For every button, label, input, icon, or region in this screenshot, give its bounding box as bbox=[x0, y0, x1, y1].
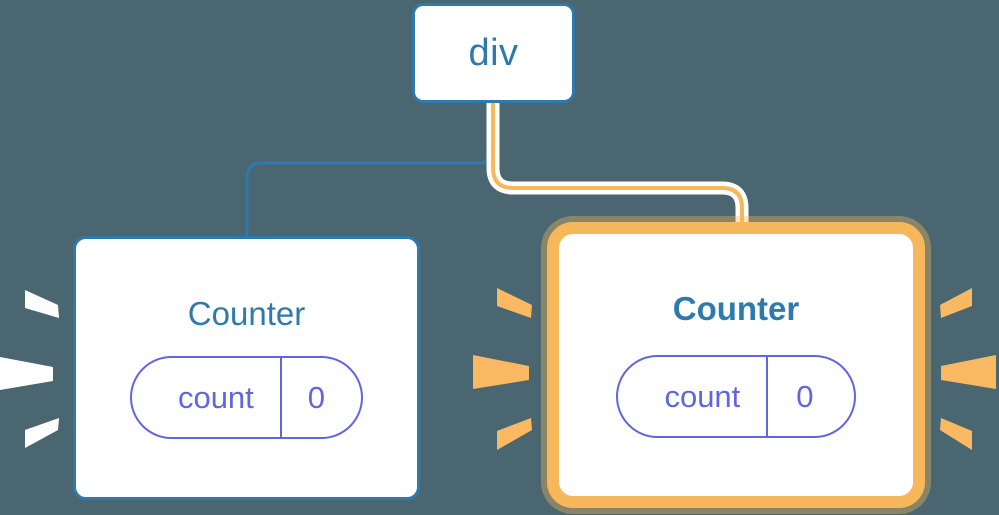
node-counter-right[interactable]: Counter count 0 bbox=[547, 222, 925, 508]
edge-div-to-counter-right-halo bbox=[486, 103, 749, 234]
state-pill-right-key: count bbox=[664, 379, 741, 414]
node-div[interactable]: div bbox=[412, 3, 575, 103]
state-pill-right-value: 0 bbox=[766, 357, 853, 436]
state-pill-left-value: 0 bbox=[279, 358, 361, 437]
state-pill-right: count 0 bbox=[616, 355, 856, 438]
node-counter-right-title: Counter bbox=[672, 290, 800, 327]
node-counter-right-inner: Counter count 0 bbox=[559, 234, 913, 496]
node-div-label: div bbox=[468, 32, 519, 74]
node-counter-left[interactable]: Counter count 0 bbox=[73, 236, 420, 500]
edge-div-to-counter-right bbox=[491, 103, 744, 234]
state-pill-left-key: count bbox=[177, 380, 254, 415]
state-pill-left: count 0 bbox=[129, 356, 364, 439]
edge-div-to-counter-left bbox=[245, 103, 495, 236]
node-counter-left-title: Counter bbox=[187, 295, 306, 332]
node-div-inner: div bbox=[415, 6, 572, 100]
node-counter-left-inner: Counter count 0 bbox=[76, 239, 417, 497]
